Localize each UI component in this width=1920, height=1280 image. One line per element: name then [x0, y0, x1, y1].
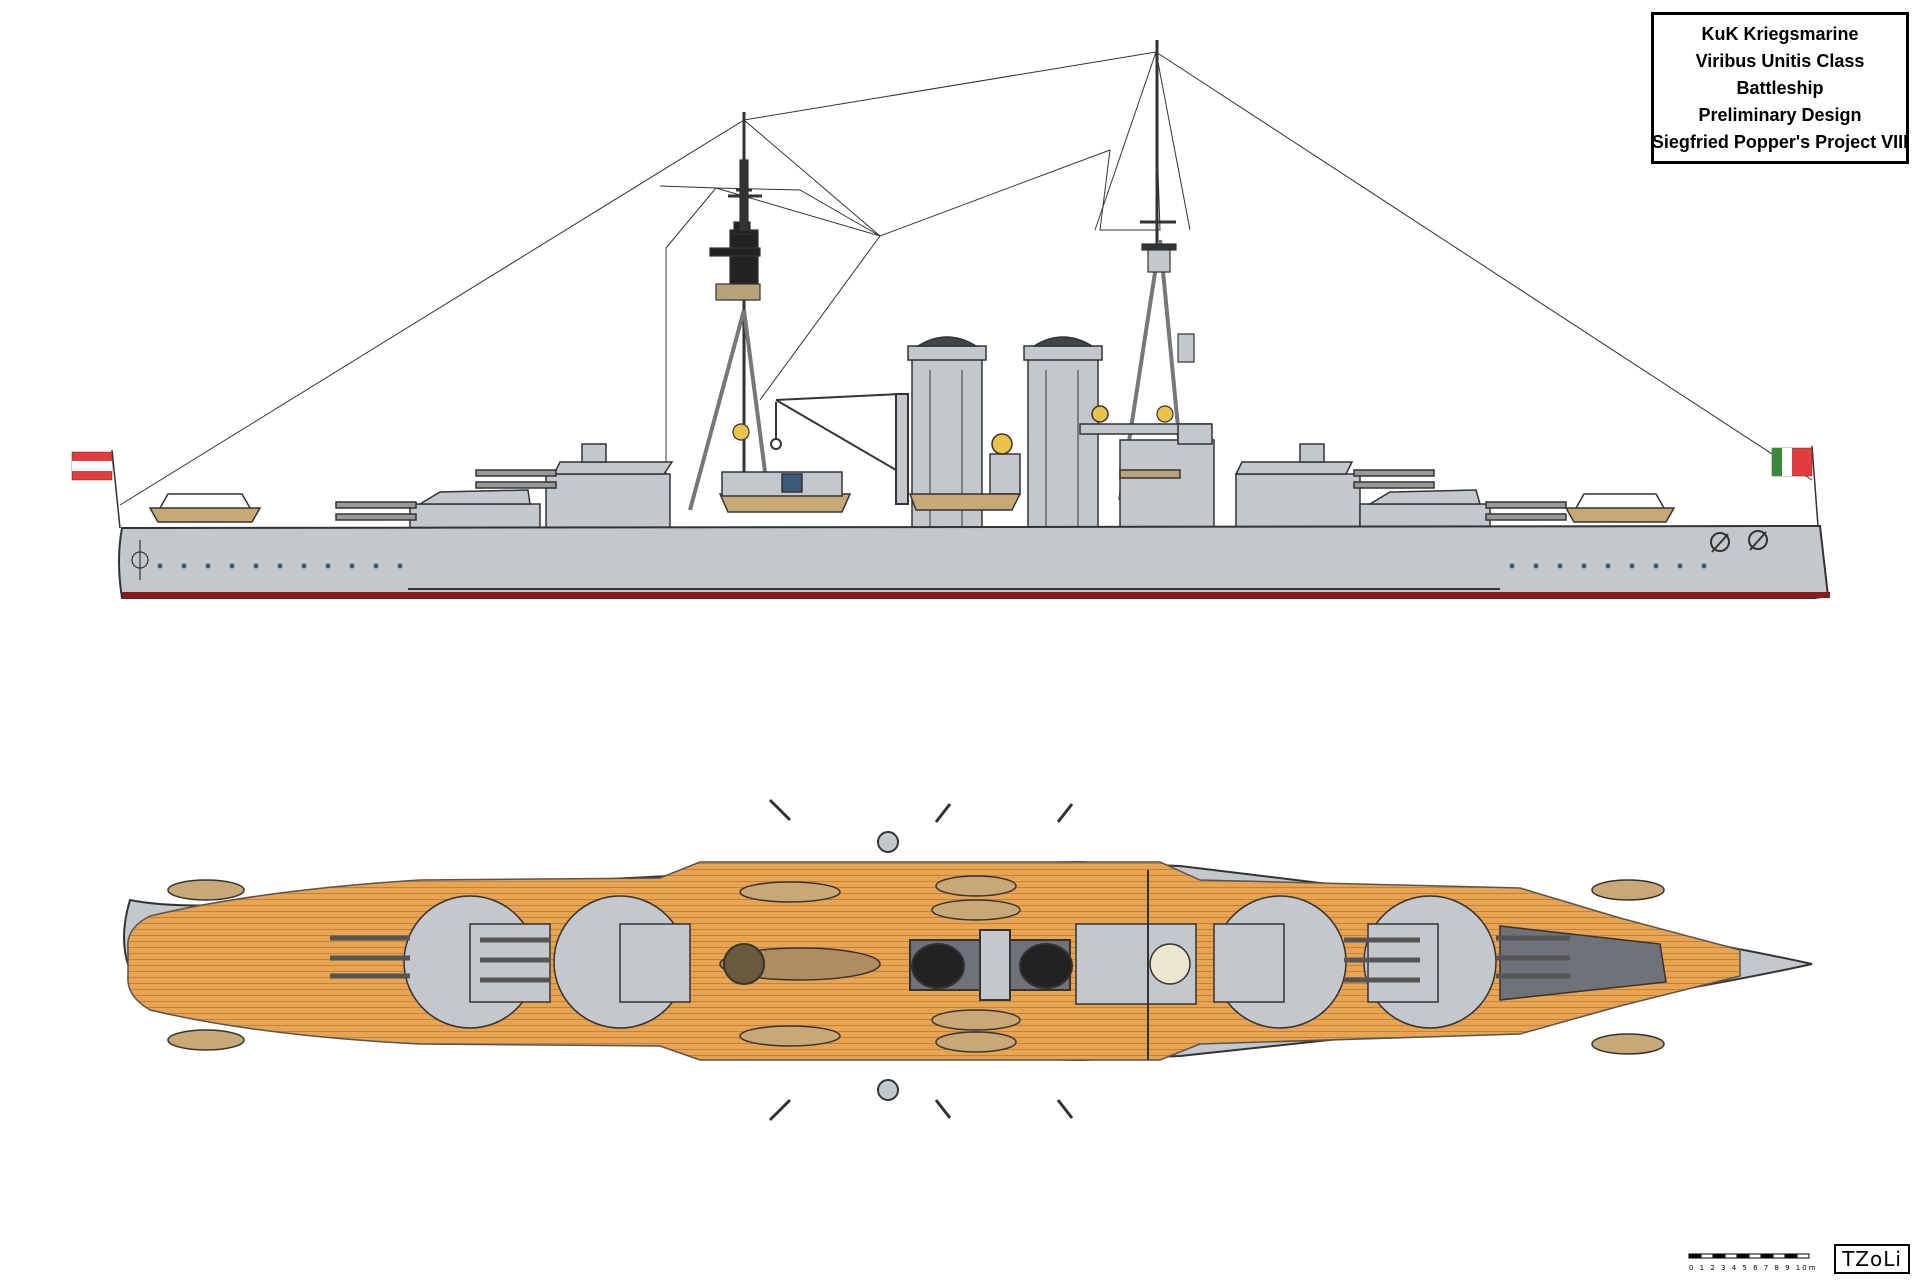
title-block: KuK Kriegsmarine Viribus Unitis Class Ba… [1651, 12, 1909, 164]
hungarian-jack-icon [1771, 445, 1819, 527]
title-line-4: Preliminary Design [1698, 104, 1862, 125]
plan-view [123, 798, 1813, 1122]
foremast [688, 112, 772, 511]
scale-bar-labels: 0 1 2 3 4 5 6 7 8 9 10m [1689, 1264, 1818, 1272]
title-line-2: Viribus Unitis Class [1695, 50, 1865, 71]
boat-crane [770, 393, 909, 505]
searchlight-tower [989, 433, 1021, 495]
amidship-boats [718, 471, 1022, 513]
stern-boat [148, 493, 262, 523]
portholes [157, 563, 1707, 569]
stern-crest-icon [131, 540, 149, 580]
title-line-1: KuK Kriegsmarine [1701, 23, 1859, 44]
boat-booms-plan [768, 798, 1074, 1122]
turrets-plan [403, 895, 1497, 1029]
rigging-wires [119, 51, 1813, 530]
funnel-fore [907, 336, 987, 547]
title-line-5: Siegfried Popper's Project VIII [1651, 131, 1909, 152]
aft-superstructure [1079, 405, 1215, 545]
funnel-tops-plan [909, 929, 1073, 1001]
mast-plan [723, 831, 1149, 1101]
bow-boat [1564, 493, 1676, 523]
artist-signature: TZoLi [1834, 1244, 1910, 1274]
gun-barrels-plan [330, 935, 1570, 983]
hull-side [118, 524, 1830, 599]
side-profile [71, 40, 1830, 599]
boot-topping [122, 592, 1830, 598]
title-line-3: Battleship [1736, 77, 1824, 98]
signature-text: TZoLi [1842, 1247, 1902, 1271]
austro-hungarian-ensign-icon [71, 449, 121, 529]
scale-bar [1688, 1253, 1810, 1259]
anchor-icon [1710, 530, 1768, 553]
funnel-aft [1023, 336, 1103, 547]
